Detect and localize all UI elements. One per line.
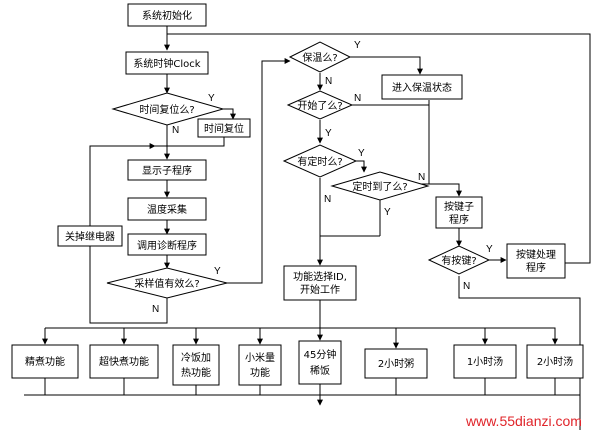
node-time-up-decision: 定时到了么?	[330, 171, 430, 201]
branch-labels: Y N Y N Y N N Y Y N N Y Y N	[152, 40, 493, 315]
svg-text:超快煮功能: 超快煮功能	[99, 355, 149, 368]
svg-text:有按键?: 有按键?	[441, 254, 476, 267]
svg-text:按键处理: 按键处理	[516, 248, 556, 261]
func-2h-congee: 2小时粥	[364, 348, 428, 379]
svg-text:时间复位: 时间复位	[204, 122, 244, 135]
func-2h-soup: 2小时汤	[526, 344, 584, 379]
svg-text:系统初始化: 系统初始化	[142, 9, 192, 22]
svg-text:显示子程序: 显示子程序	[142, 164, 192, 177]
node-relay-off: 关掉继电器	[57, 225, 123, 247]
yes-label: Y	[486, 244, 493, 255]
svg-text:采样值有效么?: 采样值有效么?	[134, 277, 199, 290]
yes-label: Y	[358, 148, 365, 159]
svg-text:开始工作: 开始工作	[300, 283, 340, 296]
svg-text:2小时粥: 2小时粥	[378, 358, 414, 370]
node-key-sub: 按键子 程序	[435, 196, 483, 229]
svg-text:1小时汤: 1小时汤	[467, 355, 503, 368]
node-function-select: 功能选择ID, 开始工作	[283, 265, 357, 301]
no-label: N	[152, 304, 159, 315]
no-label: N	[463, 281, 470, 292]
svg-text:45分钟: 45分钟	[304, 348, 337, 361]
svg-text:系统时钟Clock: 系统时钟Clock	[133, 57, 200, 70]
svg-text:功能: 功能	[250, 366, 270, 379]
svg-text:保温么?: 保温么?	[302, 51, 337, 64]
node-enter-warm: 进入保温状态	[381, 74, 463, 100]
svg-text:冷饭加: 冷饭加	[181, 351, 211, 364]
svg-text:精煮功能: 精煮功能	[25, 355, 65, 368]
node-sample-valid-decision: 采样值有效么?	[106, 267, 228, 299]
no-label: N	[172, 125, 179, 136]
svg-text:小米量: 小米量	[245, 351, 275, 364]
node-keep-warm-decision: 保温么?	[288, 41, 352, 73]
no-label: N	[418, 172, 425, 183]
node-display: 显示子程序	[127, 159, 207, 181]
svg-text:定时到了么?: 定时到了么?	[352, 180, 407, 193]
no-label: N	[354, 93, 361, 104]
svg-text:时间复位么?: 时间复位么?	[139, 103, 194, 116]
svg-text:功能选择ID,: 功能选择ID,	[293, 270, 347, 283]
svg-text:温度采集: 温度采集	[147, 203, 187, 216]
yes-label: Y	[208, 93, 215, 104]
node-key-proc: 按键处理 程序	[506, 243, 566, 279]
svg-text:关掉继电器: 关掉继电器	[65, 230, 115, 243]
node-has-key-decision: 有按键?	[427, 245, 491, 275]
svg-text:进入保温状态: 进入保温状态	[392, 81, 452, 94]
svg-text:热功能: 热功能	[181, 366, 211, 379]
svg-text:程序: 程序	[526, 261, 546, 274]
func-45min-porridge: 45分钟 稀饭	[298, 340, 342, 385]
node-init: 系统初始化	[127, 3, 207, 27]
svg-text:调用诊断程序: 调用诊断程序	[137, 239, 197, 252]
node-temp-sample: 温度采集	[127, 197, 207, 221]
func-small-rice: 小米量 功能	[238, 344, 282, 386]
yes-label: Y	[325, 128, 332, 139]
node-started-decision: 开始了么?	[286, 90, 354, 120]
svg-text:程序: 程序	[449, 213, 469, 226]
no-label: N	[324, 194, 331, 205]
func-fine-cook: 精煮功能	[11, 344, 79, 379]
svg-text:按键子: 按键子	[444, 200, 474, 213]
node-time-reset-decision: 时间复位么?	[111, 92, 225, 126]
watermark: www.55dianzi.com	[465, 413, 582, 429]
svg-text:2小时汤: 2小时汤	[537, 355, 573, 368]
node-timed-decision: 有定时么?	[282, 144, 358, 178]
no-label: N	[325, 76, 332, 87]
func-1h-soup: 1小时汤	[453, 344, 517, 379]
yes-label: Y	[384, 207, 391, 218]
func-reheat: 冷饭加 热功能	[172, 344, 220, 386]
svg-text:稀饭: 稀饭	[310, 364, 330, 377]
node-time-reset: 时间复位	[197, 118, 251, 138]
node-diagnose: 调用诊断程序	[127, 233, 207, 256]
svg-text:有定时么?: 有定时么?	[297, 155, 342, 168]
connectors	[24, 26, 591, 430]
yes-label: Y	[354, 40, 361, 51]
node-clock: 系统时钟Clock	[125, 51, 209, 75]
yes-label: Y	[214, 266, 221, 277]
func-super-fast: 超快煮功能	[89, 344, 159, 379]
svg-text:开始了么?: 开始了么?	[297, 99, 342, 112]
